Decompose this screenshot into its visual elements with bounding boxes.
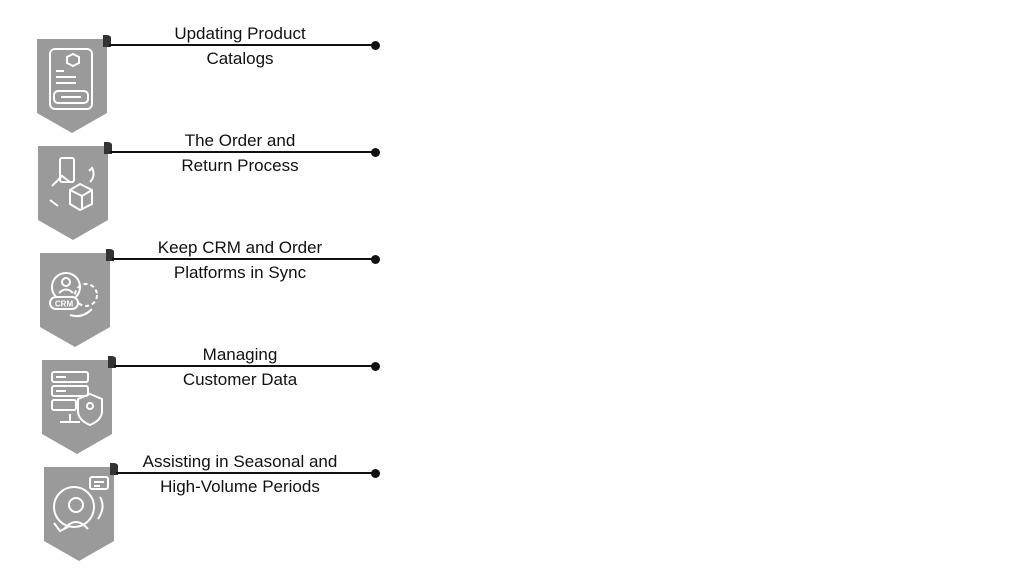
crm-sync-icon: CRM — [49, 272, 98, 318]
label-line-2: Customer Data — [182, 370, 298, 389]
label-line-1: Assisting in Seasonal and — [142, 452, 338, 471]
connector-line — [109, 44, 376, 46]
label-line-1: The Order and — [184, 131, 296, 150]
label-line-1: Keep CRM and Order — [157, 238, 323, 257]
list-item: The Order and Return Process — [0, 131, 400, 252]
order-return-icon — [49, 157, 95, 212]
label-line-2: Platforms in Sync — [173, 263, 307, 282]
server-shield-icon — [51, 371, 103, 427]
crm-icon-text: CRM — [55, 300, 74, 309]
label-line-2: Return Process — [181, 156, 299, 175]
label-line-2: High-Volume Periods — [160, 477, 320, 496]
connector-dot — [371, 147, 380, 157]
connector-line — [116, 472, 376, 474]
list-item: Updating Product Catalogs — [0, 24, 400, 145]
list-item: Managing Customer Data — [0, 345, 400, 466]
connector-line — [114, 365, 376, 367]
label-line-2: Catalogs — [206, 49, 274, 68]
banner — [42, 356, 116, 454]
connector-dot — [371, 254, 380, 264]
item-label: Keep CRM and Order Platforms in Sync — [120, 235, 360, 285]
connector-line — [110, 151, 376, 153]
banner — [37, 35, 111, 133]
support-agent-icon — [53, 476, 109, 533]
connector-dot — [371, 468, 380, 478]
catalog-book-icon — [49, 48, 93, 110]
label-line-1: Updating Product — [174, 24, 306, 43]
list-item: CRM Keep CRM and Order Platforms in Sync — [0, 238, 400, 359]
item-label: Managing Customer Data — [120, 342, 360, 392]
connector-dot — [371, 40, 380, 50]
connector-dot — [371, 361, 380, 371]
item-label: The Order and Return Process — [120, 128, 360, 178]
banner: CRM — [40, 249, 114, 347]
item-label: Updating Product Catalogs — [120, 21, 360, 71]
banner — [38, 142, 112, 240]
banner — [44, 463, 118, 561]
connector-line — [112, 258, 376, 260]
list-item: Assisting in Seasonal and High-Volume Pe… — [0, 452, 400, 573]
item-label: Assisting in Seasonal and High-Volume Pe… — [120, 449, 360, 499]
label-line-1: Managing — [202, 345, 278, 364]
